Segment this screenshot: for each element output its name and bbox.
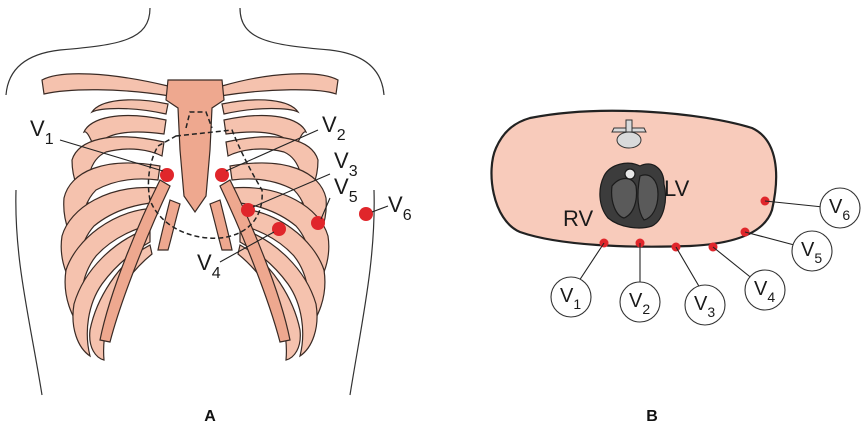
lead-circle-v6: V6 [820,188,860,228]
label-lv: LV [664,176,690,201]
lead-label-v6: V6 [388,192,412,224]
label-rv: RV [563,206,593,231]
panel-label-b: B [646,408,658,425]
electrode-v6 [359,207,373,221]
lead-circle-v4: V4 [745,270,785,310]
sternum [166,80,224,212]
lead-label-v4: V4 [197,250,221,282]
clavicle-right [42,74,170,96]
electrode-v3 [241,203,255,217]
lead-circle-v5: V5 [792,231,832,271]
panel-b: RV LV V1 V2 [491,111,860,425]
panel-a: V1 V2 V3 V4 V5 V6 A [6,8,412,425]
lead-label-v2: V2 [322,112,346,144]
clavicle-left [220,74,338,96]
lead-label-v1: V1 [30,116,54,148]
lead-circle-v1: V1 [551,277,591,317]
lead-circle-v2: V2 [620,282,660,322]
panel-label-a: A [204,408,216,425]
electrode-v4 [272,222,286,236]
heart-section [600,163,666,228]
electrode-v5 [311,216,325,230]
electrode-v1 [160,168,174,182]
lead-circle-v3: V3 [685,285,725,325]
